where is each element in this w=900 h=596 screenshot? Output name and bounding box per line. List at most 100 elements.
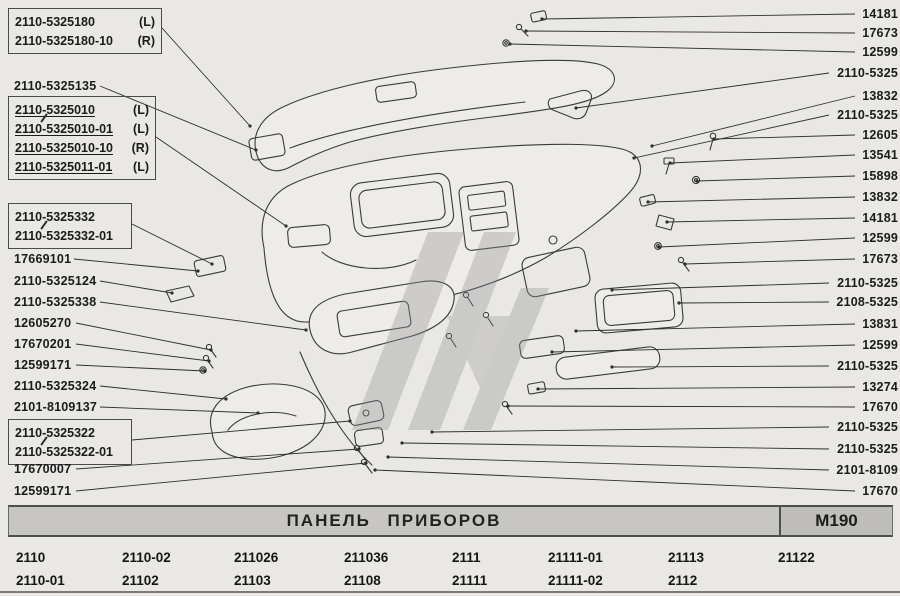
leader-line [658,237,856,248]
leader-line [99,406,259,414]
model-code: 21122 [778,550,815,565]
model-code: 21111 [452,573,488,588]
part-number: 2108-5325 [836,295,898,309]
model-code: 2112 [668,573,698,588]
leader-line [713,134,856,140]
part-number: 2110-5325124 [14,274,97,288]
part-number: 2110-5325322 [15,425,95,440]
leader-endpoint-dot [574,329,578,333]
console-insert-part [308,280,455,355]
part-number: 12605270 [14,316,72,330]
leader-line [75,448,360,470]
leader-line [155,136,287,227]
leader-line [99,301,307,331]
upper-pad-contour [289,101,526,149]
leader-line [611,282,830,291]
side-vent-part [248,133,286,161]
part-number-row: 2110-5325011-01(L) [15,157,149,176]
part-number: 17670 [862,484,898,498]
part-number: 13832 [862,190,898,204]
model-code [778,569,894,592]
leader-endpoint-dot [665,220,669,224]
leader-line [75,322,212,351]
part-number: 17670201 [14,337,72,351]
cluster-opening-inner [358,181,446,229]
leader-endpoint-dot [668,161,672,165]
leader-endpoint-dot [400,441,404,445]
leader-line [75,462,367,492]
part-number: 2110-5325322-01 [15,444,114,459]
trim-strip-part [555,346,661,380]
part-number: 12605 [862,128,898,142]
part-number: 14181 [862,211,898,225]
part-number-row: 2110-5325332-01 [15,226,125,245]
part-number: 2101-8109137 [14,400,98,414]
leader-endpoint-dot [256,411,260,415]
side-indicator: (L) [139,14,155,29]
steering-cover-part [210,383,326,460]
part-number-row: 2110-5325010(L) [15,100,149,119]
leader-endpoint-dot [248,124,252,128]
leader-line [431,426,830,433]
part-number: 13541 [862,148,898,162]
screw-icon [462,291,474,307]
bolt-icon [663,157,675,175]
model-code: 211036 [344,550,389,565]
leader-endpoint-dot [695,179,699,183]
steering-column-arch [321,251,417,269]
leader-endpoint-dot [284,224,288,228]
leader-line [669,154,856,164]
leader-endpoint-dot [646,200,650,204]
leader-endpoint-dot [657,245,661,249]
part-number: 17673 [862,26,898,40]
leader-endpoint-dot [373,468,377,472]
part-number-row: 2110-5325322 [15,423,125,442]
leader-endpoint-dot [550,350,554,354]
hinge-bracket-part [353,427,385,447]
part-number: 2101-8109 [836,463,898,477]
model-code: 211026 [234,550,279,565]
leader-endpoint-dot [632,156,636,160]
leader-endpoint-dot [683,262,687,266]
left-vent-opening [287,224,331,248]
leader-line [575,323,856,332]
part-number-row: 2110-5325010-01(L) [15,119,149,138]
leader-endpoint-dot [207,359,211,363]
part-number: 2110-5325010-10 [15,140,114,155]
washer-icon [502,39,510,47]
part-number: 2110-5325324 [14,379,97,393]
cluster-opening [349,172,455,238]
model-code: 21108 [344,573,381,588]
defroster-vent-part [375,81,417,103]
leader-line [696,175,856,182]
leader-line [666,217,856,223]
leader-line [401,442,830,450]
side-indicator: (R) [131,140,149,155]
leader-line [525,30,856,34]
part-number: 13832 [862,89,898,103]
model-code: 21103 [234,573,271,588]
screw-icon [501,400,513,415]
leader-endpoint-dot [209,348,213,352]
model-code: 21111-02 [548,573,603,588]
screw-icon [709,132,717,151]
part-number: 17669101 [14,252,72,266]
part-number: 2110-5325 [837,442,898,456]
leader-line [633,114,830,159]
side-indicator: (L) [133,102,149,117]
part-number: 2110-5325 [837,108,898,122]
leader-endpoint-dot [540,17,544,21]
leader-line [75,364,206,372]
screw-icon [360,458,373,474]
leader-line [387,456,830,471]
hinge-bracket-part [347,400,385,426]
sheet-code: M190 [779,507,892,535]
upper-pad-part [254,59,615,172]
part-number: 2110-5325180-10 [15,33,114,48]
part-number-row: 2110-5325180-10(R) [15,31,155,50]
clip-part [165,285,195,303]
leader-endpoint-dot [650,144,654,148]
leader-line [551,344,856,353]
